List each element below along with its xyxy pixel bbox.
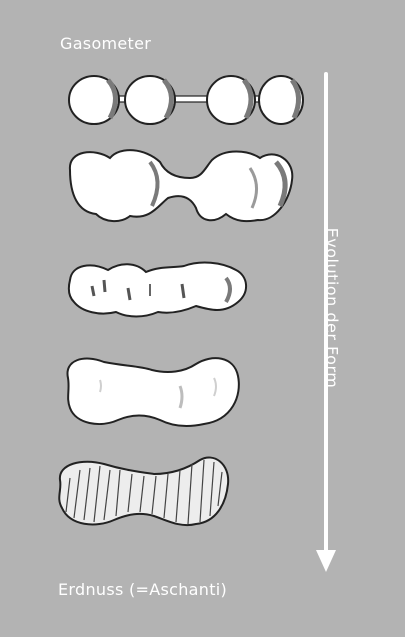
- evolution-arrow: [316, 74, 336, 572]
- stage-5-peanut-shape: [59, 457, 228, 525]
- stage-2-merging-shape: [70, 150, 292, 221]
- stage-3-elongated-shape: [69, 263, 246, 317]
- stage-1-gasometer-shape: [69, 76, 303, 124]
- stage-4-smoothed-shape: [67, 358, 238, 426]
